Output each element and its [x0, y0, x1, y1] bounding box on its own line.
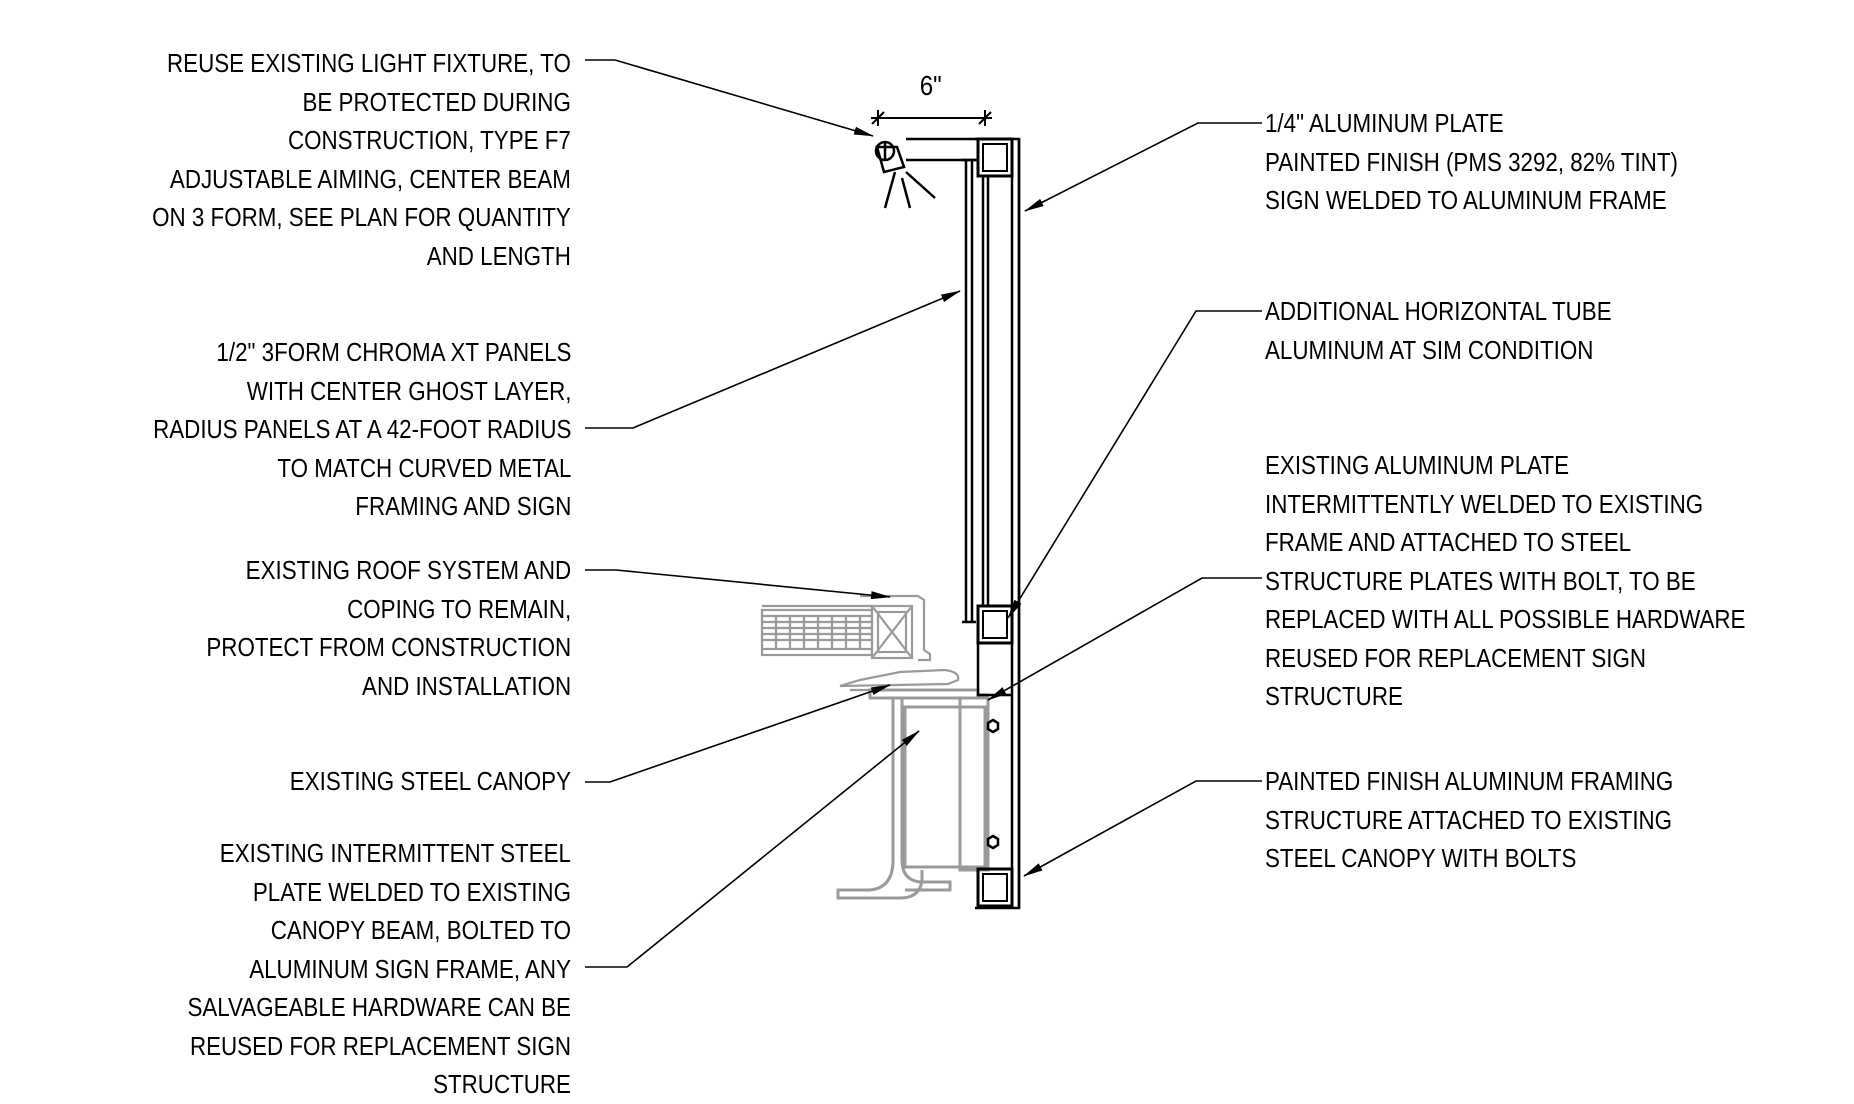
aluminum-sign-frame [874, 137, 1021, 910]
roof-system [760, 594, 960, 692]
note-line: EXISTING STEEL CANOPY [289, 766, 571, 796]
note-line: RADIUS PANELS AT A 42-FOOT RADIUS [152, 414, 571, 444]
leader-lines [585, 59, 1262, 968]
note-line: STRUCTURE PLATES WITH BOLT, TO BE [1265, 565, 1696, 596]
note-existing-plate: EXISTING ALUMINUM PLATE INTERMITTENTLY W… [1265, 446, 1745, 716]
note-line: CONSTRUCTION, TYPE F7 [288, 125, 571, 155]
note-line: AND LENGTH [426, 240, 571, 271]
note-line: COPING TO REMAIN, [346, 593, 571, 624]
note-line: CANOPY BEAM, BOLTED TO [270, 915, 571, 945]
note-steel-canopy: EXISTING STEEL CANOPY [290, 762, 571, 801]
note-aluminum-plate: 1/4" ALUMINUM PLATE PAINTED FINISH (PMS … [1265, 104, 1678, 220]
note-line: EXISTING INTERMITTENT STEEL [219, 838, 572, 868]
note-line: 1/4" ALUMINUM PLATE [1265, 108, 1504, 138]
note-line: ADJUSTABLE AIMING, CENTER BEAM [170, 163, 572, 194]
steel-canopy-beam [836, 688, 990, 900]
note-line: EXISTING ROOF SYSTEM AND [245, 555, 571, 585]
note-horizontal-tube: ADDITIONAL HORIZONTAL TUBE ALUMINUM AT S… [1265, 292, 1612, 369]
note-line: PROTECT FROM CONSTRUCTION [206, 632, 571, 662]
note-line: FRAMING AND SIGN [354, 491, 571, 521]
note-line: PAINTED FINISH (PMS 3292, 82% TINT) [1265, 146, 1678, 177]
note-line: STRUCTURE [433, 1069, 571, 1099]
note-3form-panels: 1/2" 3FORM CHROMA XT PANELS WITH CENTER … [153, 333, 571, 526]
note-line: INTERMITTENTLY WELDED TO EXISTING [1265, 488, 1704, 519]
note-line: SIGN WELDED TO ALUMINUM FRAME [1265, 185, 1667, 215]
note-line: WITH CENTER GHOST LAYER, [246, 375, 571, 406]
note-line: PAINTED FINISH ALUMINUM FRAMING [1265, 766, 1674, 796]
note-line: SALVAGEABLE HARDWARE CAN BE [187, 992, 571, 1022]
note-line: EXISTING ALUMINUM PLATE [1265, 450, 1569, 480]
note-line: ALUMINUM AT SIM CONDITION [1265, 334, 1594, 365]
note-line: STEEL CANOPY WITH BOLTS [1265, 843, 1577, 873]
note-light-fixture: REUSE EXISTING LIGHT FIXTURE, TO BE PROT… [152, 44, 571, 275]
note-line: ON 3 FORM, SEE PLAN FOR QUANTITY [152, 202, 571, 232]
note-line: STRUCTURE [1265, 681, 1403, 711]
note-line: 1/2" 3FORM CHROMA XT PANELS [215, 337, 571, 367]
note-line: PLATE WELDED TO EXISTING [252, 876, 571, 907]
note-framing-structure: PAINTED FINISH ALUMINUM FRAMING STRUCTUR… [1265, 762, 1673, 878]
dimension-6in [871, 110, 992, 126]
note-line: ALUMINUM SIGN FRAME, ANY [249, 953, 571, 984]
note-line: REUSED FOR REPLACEMENT SIGN [189, 1030, 571, 1061]
note-line: TO MATCH CURVED METAL [276, 452, 571, 483]
note-line: ADDITIONAL HORIZONTAL TUBE [1265, 296, 1612, 326]
note-line: AND INSTALLATION [361, 670, 571, 701]
note-steel-plate: EXISTING INTERMITTENT STEEL PLATE WELDED… [187, 834, 571, 1104]
dimension-label: 6" [919, 70, 942, 101]
note-line: FRAME AND ATTACHED TO STEEL [1265, 527, 1632, 557]
note-line: REUSE EXISTING LIGHT FIXTURE, TO [167, 48, 571, 78]
note-line: BE PROTECTED DURING [302, 86, 571, 117]
note-line: REUSED FOR REPLACEMENT SIGN [1265, 642, 1647, 673]
note-line: REPLACED WITH ALL POSSIBLE HARDWARE [1265, 604, 1746, 634]
note-roof-system: EXISTING ROOF SYSTEM AND COPING TO REMAI… [206, 551, 571, 705]
note-line: STRUCTURE ATTACHED TO EXISTING [1265, 804, 1673, 835]
